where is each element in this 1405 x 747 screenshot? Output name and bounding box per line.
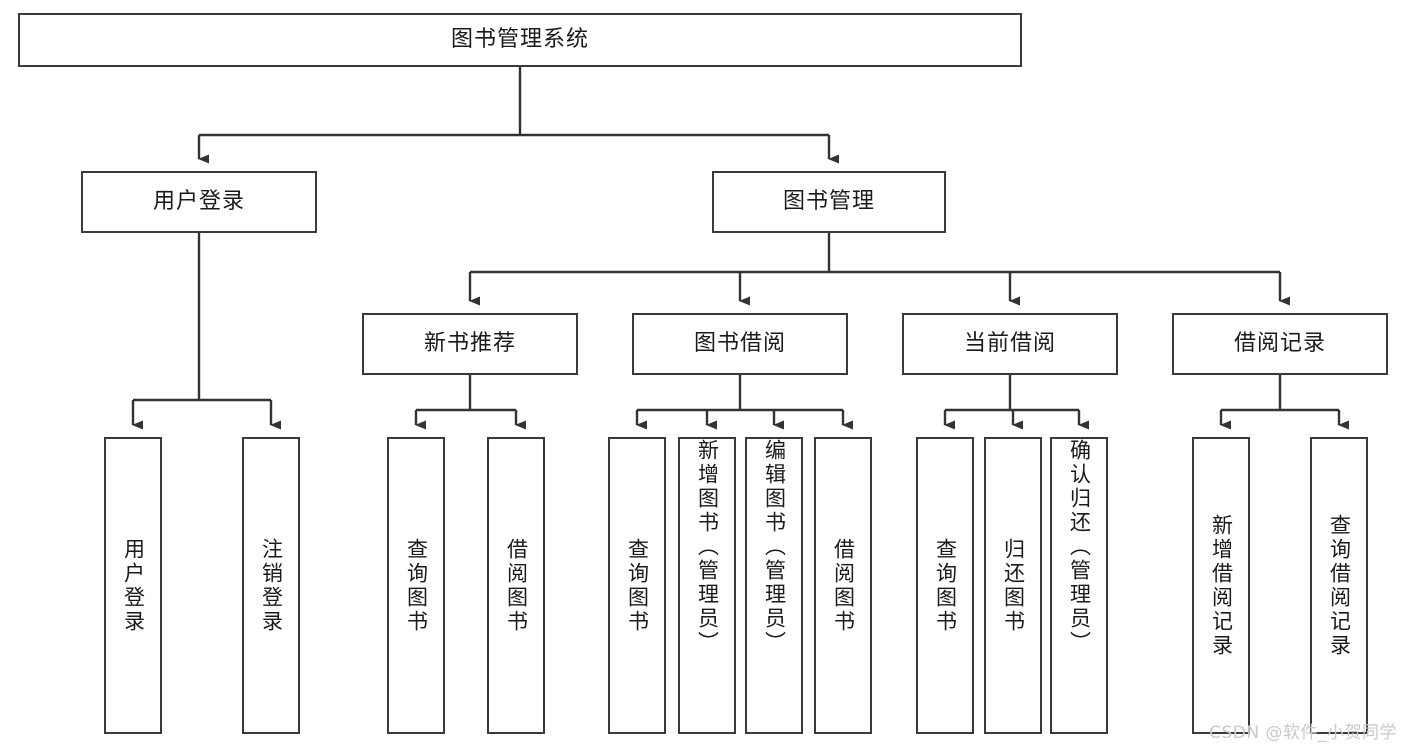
node-root-system-label: 图书管理系统 <box>450 27 589 53</box>
node-module-book-manage-label: 图书管理 <box>782 189 875 215</box>
node-action-leaf-return-book-label: 归还图书 <box>1001 537 1026 634</box>
node-action-leaf-query-book-3-label: 查询图书 <box>933 537 958 634</box>
node-action-leaf-add-book-label: 新增图书（管理员） <box>695 439 720 655</box>
node-submodule-current-borrow-label: 当前借阅 <box>963 331 1056 357</box>
node-module-user-login-label: 用户登录 <box>152 189 245 215</box>
node-action-leaf-query-book-1-label: 查询图书 <box>404 537 429 634</box>
node-action-leaf-query-book-2[interactable]: 查询图书 <box>608 437 666 734</box>
node-submodule-current-borrow[interactable]: 当前借阅 <box>902 313 1118 375</box>
node-root-system[interactable]: 图书管理系统 <box>18 13 1022 67</box>
node-action-leaf-add-book[interactable]: 新增图书（管理员） <box>678 437 736 734</box>
node-submodule-borrow-record[interactable]: 借阅记录 <box>1172 313 1388 375</box>
node-module-book-manage[interactable]: 图书管理 <box>712 171 946 233</box>
node-submodule-new-book-recommend[interactable]: 新书推荐 <box>362 313 578 375</box>
node-submodule-book-borrow-label: 图书借阅 <box>693 331 786 357</box>
node-action-leaf-query-record-label: 查询借阅记录 <box>1327 513 1352 658</box>
node-action-leaf-user-login[interactable]: 用户登录 <box>104 437 162 734</box>
node-action-leaf-query-record[interactable]: 查询借阅记录 <box>1310 437 1368 734</box>
node-action-leaf-query-book-3[interactable]: 查询图书 <box>916 437 974 734</box>
node-action-leaf-borrow-book-1[interactable]: 借阅图书 <box>487 437 545 734</box>
node-action-leaf-borrow-book-2-label: 借阅图书 <box>831 537 856 634</box>
node-action-leaf-query-book-2-label: 查询图书 <box>625 537 650 634</box>
node-action-leaf-return-book[interactable]: 归还图书 <box>984 437 1042 734</box>
node-action-leaf-user-logout-label: 注销登录 <box>259 537 284 634</box>
node-action-leaf-add-record[interactable]: 新增借阅记录 <box>1192 437 1250 734</box>
node-action-leaf-edit-book[interactable]: 编辑图书（管理员） <box>745 437 803 734</box>
node-action-leaf-user-logout[interactable]: 注销登录 <box>242 437 300 734</box>
node-submodule-new-book-recommend-label: 新书推荐 <box>423 331 516 357</box>
node-action-leaf-query-book-1[interactable]: 查询图书 <box>387 437 445 734</box>
node-action-leaf-confirm-return[interactable]: 确认归还（管理员） <box>1050 437 1108 734</box>
node-submodule-borrow-record-label: 借阅记录 <box>1233 331 1326 357</box>
node-action-leaf-confirm-return-label: 确认归还（管理员） <box>1067 439 1092 655</box>
node-action-leaf-add-record-label: 新增借阅记录 <box>1209 513 1234 658</box>
node-submodule-book-borrow[interactable]: 图书借阅 <box>632 313 848 375</box>
node-action-leaf-borrow-book-2[interactable]: 借阅图书 <box>814 437 872 734</box>
node-module-user-login[interactable]: 用户登录 <box>81 171 317 233</box>
node-action-leaf-edit-book-label: 编辑图书（管理员） <box>762 439 787 655</box>
node-action-leaf-borrow-book-1-label: 借阅图书 <box>504 537 529 634</box>
node-action-leaf-user-login-label: 用户登录 <box>121 537 146 634</box>
